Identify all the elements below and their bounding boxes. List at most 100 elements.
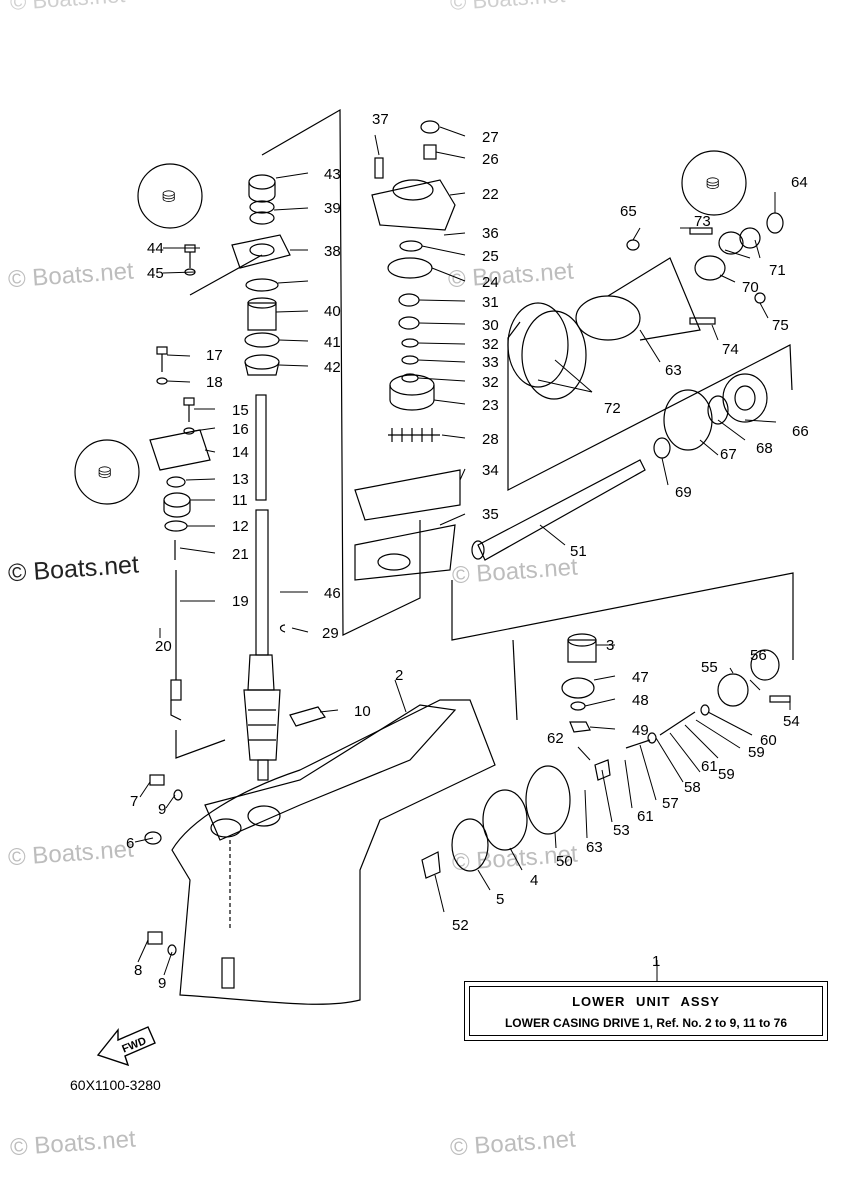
callout-6: 6: [126, 835, 134, 852]
callout-36: 36: [482, 225, 499, 242]
callout-68: 68: [756, 440, 773, 457]
callout-63: 63: [586, 839, 603, 856]
callout-46: 46: [324, 585, 341, 602]
callout-59: 59: [718, 766, 735, 783]
callout-10: 10: [354, 703, 371, 720]
callout-3: 3: [606, 637, 614, 654]
callout-41: 41: [324, 334, 341, 351]
group-frame: [451, 572, 794, 660]
callout-31: 31: [482, 294, 499, 311]
gears-and-shaft: [471, 373, 768, 561]
callout-37: 37: [372, 111, 389, 128]
grease-detail: [74, 150, 747, 505]
callout-29: 29: [322, 625, 339, 642]
grease-icon: ⛁: [98, 463, 111, 482]
callout-50: 50: [556, 853, 573, 870]
callout-34: 34: [482, 462, 499, 479]
callout-71: 71: [769, 262, 786, 279]
group-frame: [175, 730, 226, 759]
callout-16: 16: [232, 421, 249, 438]
callout-51: 51: [570, 543, 587, 560]
callout-67: 67: [720, 446, 737, 463]
callout-28: 28: [482, 431, 499, 448]
lower-casing: [171, 699, 496, 1005]
callout-25: 25: [482, 248, 499, 265]
callout-22: 22: [482, 186, 499, 203]
callout-35: 35: [482, 506, 499, 523]
diagram-code: 60X1100-3280: [70, 1077, 161, 1093]
callout-72: 72: [604, 400, 621, 417]
callout-17: 17: [206, 347, 223, 364]
callout-27: 27: [482, 129, 499, 146]
callout-labels: 2345678991011121314151617181920212223242…: [98, 111, 809, 992]
group-frame: [512, 639, 518, 721]
callout-20: 20: [155, 638, 172, 655]
assembly-subtitle: LOWER CASING DRIVE 1, Ref. No. 2 to 9, 1…: [504, 1016, 788, 1030]
callout-64: 64: [791, 174, 808, 191]
assembly-info-box: LOWER UNIT ASSY LOWER CASING DRIVE 1, Re…: [464, 981, 828, 1041]
callout-8: 8: [134, 962, 142, 979]
callout-70: 70: [742, 279, 759, 296]
pinion-and-clutch-parts: [421, 633, 791, 879]
callout-48: 48: [632, 692, 649, 709]
callout-7: 7: [130, 793, 138, 810]
callout-73: 73: [694, 213, 711, 230]
callout-49: 49: [632, 722, 649, 739]
group-frame: [189, 254, 263, 296]
shift-rod-parts: [149, 429, 211, 721]
callout-32: 32: [482, 336, 499, 353]
assembly-info-inner: LOWER UNIT ASSY LOWER CASING DRIVE 1, Re…: [469, 986, 823, 1036]
callout-57: 57: [662, 795, 679, 812]
callout-40: 40: [324, 303, 341, 320]
callout-42: 42: [324, 359, 341, 376]
callout-15: 15: [232, 402, 249, 419]
callout-2: 2: [395, 667, 403, 684]
callout-45: 45: [147, 265, 164, 282]
callout-61: 61: [637, 808, 654, 825]
callout-26: 26: [482, 151, 499, 168]
callout-14: 14: [232, 444, 249, 461]
driveshaft-upper-parts: [231, 174, 291, 376]
group-frame: [261, 108, 421, 636]
callout-47: 47: [632, 669, 649, 686]
callout-21: 21: [232, 546, 249, 563]
callout-12: 12: [232, 518, 249, 535]
callout-9: 9: [158, 975, 166, 992]
callout-53: 53: [613, 822, 630, 839]
callout-19: 19: [232, 593, 249, 610]
callout-30: 30: [482, 317, 499, 334]
callout-44: 44: [147, 240, 164, 257]
callout-23: 23: [482, 397, 499, 414]
assembly-title: LOWER UNIT ASSY: [572, 994, 720, 1009]
callout-5: 5: [496, 891, 504, 908]
callout-9: 9: [158, 801, 166, 818]
callout-1: 1: [652, 953, 660, 970]
callout-43: 43: [324, 166, 341, 183]
callout-66: 66: [792, 423, 809, 440]
callout-65: 65: [620, 203, 637, 220]
callout-38: 38: [324, 243, 341, 260]
callout-24: 24: [482, 274, 499, 291]
callout-69: 69: [675, 484, 692, 501]
callout-56: 56: [750, 647, 767, 664]
callout-75: 75: [772, 317, 789, 334]
grease-icon: ⛁: [706, 174, 719, 193]
callout-60: 60: [760, 732, 777, 749]
callout-74: 74: [722, 341, 739, 358]
callout-59: 59: [748, 744, 765, 761]
callout-39: 39: [324, 200, 341, 217]
water-pump-parts: [354, 120, 461, 581]
callout-55: 55: [701, 659, 718, 676]
callout-33: 33: [482, 354, 499, 371]
callout-54: 54: [783, 713, 800, 730]
callout-11: 11: [232, 492, 248, 509]
callout-58: 58: [684, 779, 701, 796]
callout-52: 52: [452, 917, 469, 934]
fwd-arrow: FWD: [96, 1026, 156, 1067]
grease-icon: ⛁: [162, 187, 175, 206]
callout-32: 32: [482, 374, 499, 391]
group-frame: [507, 321, 793, 491]
leader-lines: [134, 126, 791, 981]
drive-shaft: [243, 394, 281, 781]
